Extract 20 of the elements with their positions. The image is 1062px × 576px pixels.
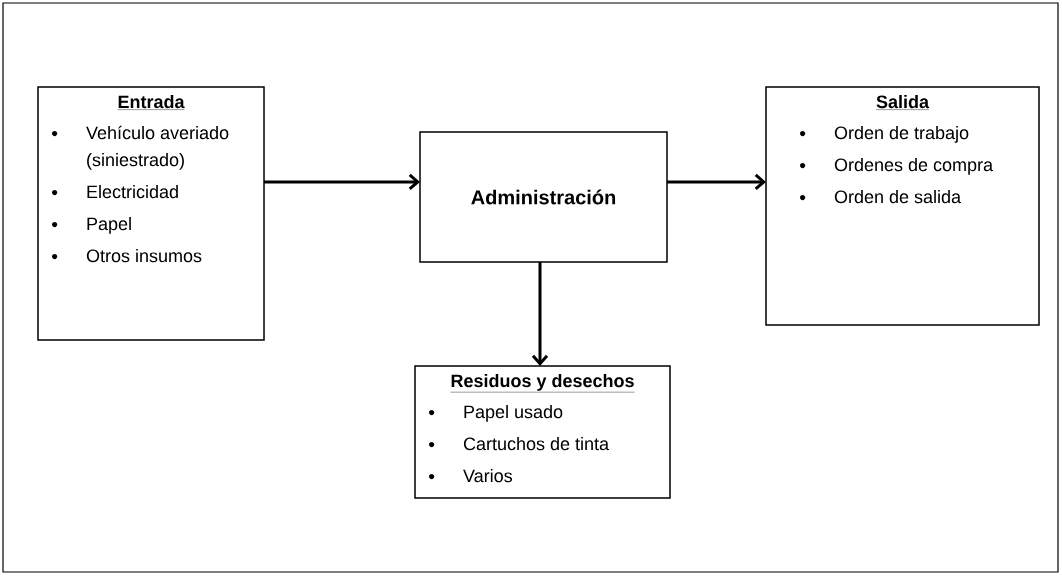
list-item: Varios	[429, 469, 513, 483]
list-item: Vehículo averiado (siniestrado)	[52, 125, 229, 170]
arrow	[264, 173, 420, 191]
heading: Entrada	[117, 95, 185, 110]
list-item: Papel usado	[429, 405, 563, 422]
process-box: Administración	[419, 131, 668, 263]
arrow	[667, 173, 766, 191]
list-item: Papel	[52, 217, 131, 234]
heading: Residuos y desechos	[450, 374, 635, 393]
list-item: Orden de trabajo	[800, 126, 969, 143]
heading: Salida	[875, 95, 930, 110]
process-box	[765, 86, 1040, 326]
list-item: Ordenes de compra	[800, 158, 994, 175]
list-item: Otros insumos	[52, 249, 202, 263]
arrow	[531, 262, 549, 366]
list-item: Cartuchos de tinta	[429, 437, 610, 451]
process-box	[37, 86, 265, 341]
list-item: Electricidad	[52, 185, 178, 199]
process-box	[414, 365, 671, 499]
list-item: Orden de salida	[800, 190, 962, 204]
